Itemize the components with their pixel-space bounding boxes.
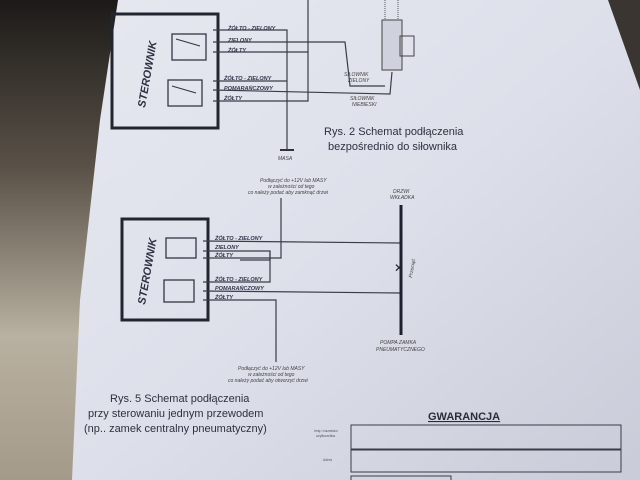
pump-label: PNEUMATYCZNEGO xyxy=(376,347,425,353)
note-text: w zależności od tego xyxy=(268,184,315,190)
warranty-section: GWARANCJA Imię i nazwisko użytkownika Ad… xyxy=(314,411,622,480)
controller-box xyxy=(110,12,220,130)
figure-caption: Rys. 2 Schemat podłączenia xyxy=(324,126,464,138)
note-text: Podłączyć do +12V lub MASY xyxy=(238,366,305,372)
wire-label: POMARAŃCZOWY xyxy=(215,285,265,292)
actuator-label: SIŁOWNIK xyxy=(350,96,375,102)
cut-label: Przeciąć xyxy=(408,258,417,278)
actuator-icon xyxy=(381,19,403,71)
wire-label: ŻÓŁTY xyxy=(227,47,247,54)
note-text: co należy podać aby zamknąć drzwi xyxy=(248,190,329,196)
wire-label: ŻÓŁTO - ZIELONY xyxy=(223,75,273,82)
wire-label: ŻÓŁTO - ZIELONY xyxy=(214,276,264,283)
wire-label: POMARAŃCZOWY xyxy=(224,85,274,92)
wire-label: ŻÓŁTO - ZIELONY xyxy=(214,235,264,242)
extra-field[interactable] xyxy=(350,475,452,480)
actuator-label: SIŁOWNIK xyxy=(344,72,369,78)
figure-caption: przy sterowaniu jednym przewodem xyxy=(88,408,263,420)
wire-label: ZIELONY xyxy=(214,245,240,251)
field-label: Imię i nazwisko xyxy=(314,429,338,433)
wire-label: ŻÓŁTY xyxy=(214,294,234,301)
figure-caption: Rys. 5 Schemat podłączenia xyxy=(110,393,250,405)
wire-label: ŻÓŁTO - ZIELONY xyxy=(227,25,277,32)
wire-label: ŻÓŁTY xyxy=(214,252,234,259)
wire-label: ŻÓŁTY xyxy=(223,95,243,102)
field-label: użytkownika xyxy=(316,434,335,438)
note-text: Podłączyć do +12V lub MASY xyxy=(260,178,327,184)
actuator-label: NIEBIESKI xyxy=(352,102,377,108)
figure-caption: (np.. zamek centralny pneumatyczny) xyxy=(84,423,267,435)
ground-label: MASA xyxy=(278,156,293,162)
note-text: w zależności od tego xyxy=(248,372,295,378)
door-label: DRZWI xyxy=(393,189,410,195)
door-label: WKŁADKA xyxy=(390,195,415,201)
actuator-label: ZIELONY xyxy=(347,78,370,84)
wire-label: ZIELONY xyxy=(227,38,253,44)
figure-2-diagram: STEROWNIK ŻÓŁTO - ZIELONY ZIELONY ŻÓŁTY … xyxy=(110,0,464,162)
warranty-title: GWARANCJA xyxy=(428,411,500,423)
controller-box xyxy=(120,217,210,322)
paper-sheet xyxy=(72,0,640,480)
svg-text:✕: ✕ xyxy=(394,261,404,275)
name-field[interactable] xyxy=(350,424,622,450)
figure-caption: bezpośrednio do siłownika xyxy=(328,141,458,153)
note-text: co należy podać aby otworzyć drzwi xyxy=(228,378,309,384)
field-label: Adres xyxy=(323,458,332,462)
pump-label: POMPA ZAMKA xyxy=(380,340,417,346)
address-field[interactable] xyxy=(350,449,622,473)
